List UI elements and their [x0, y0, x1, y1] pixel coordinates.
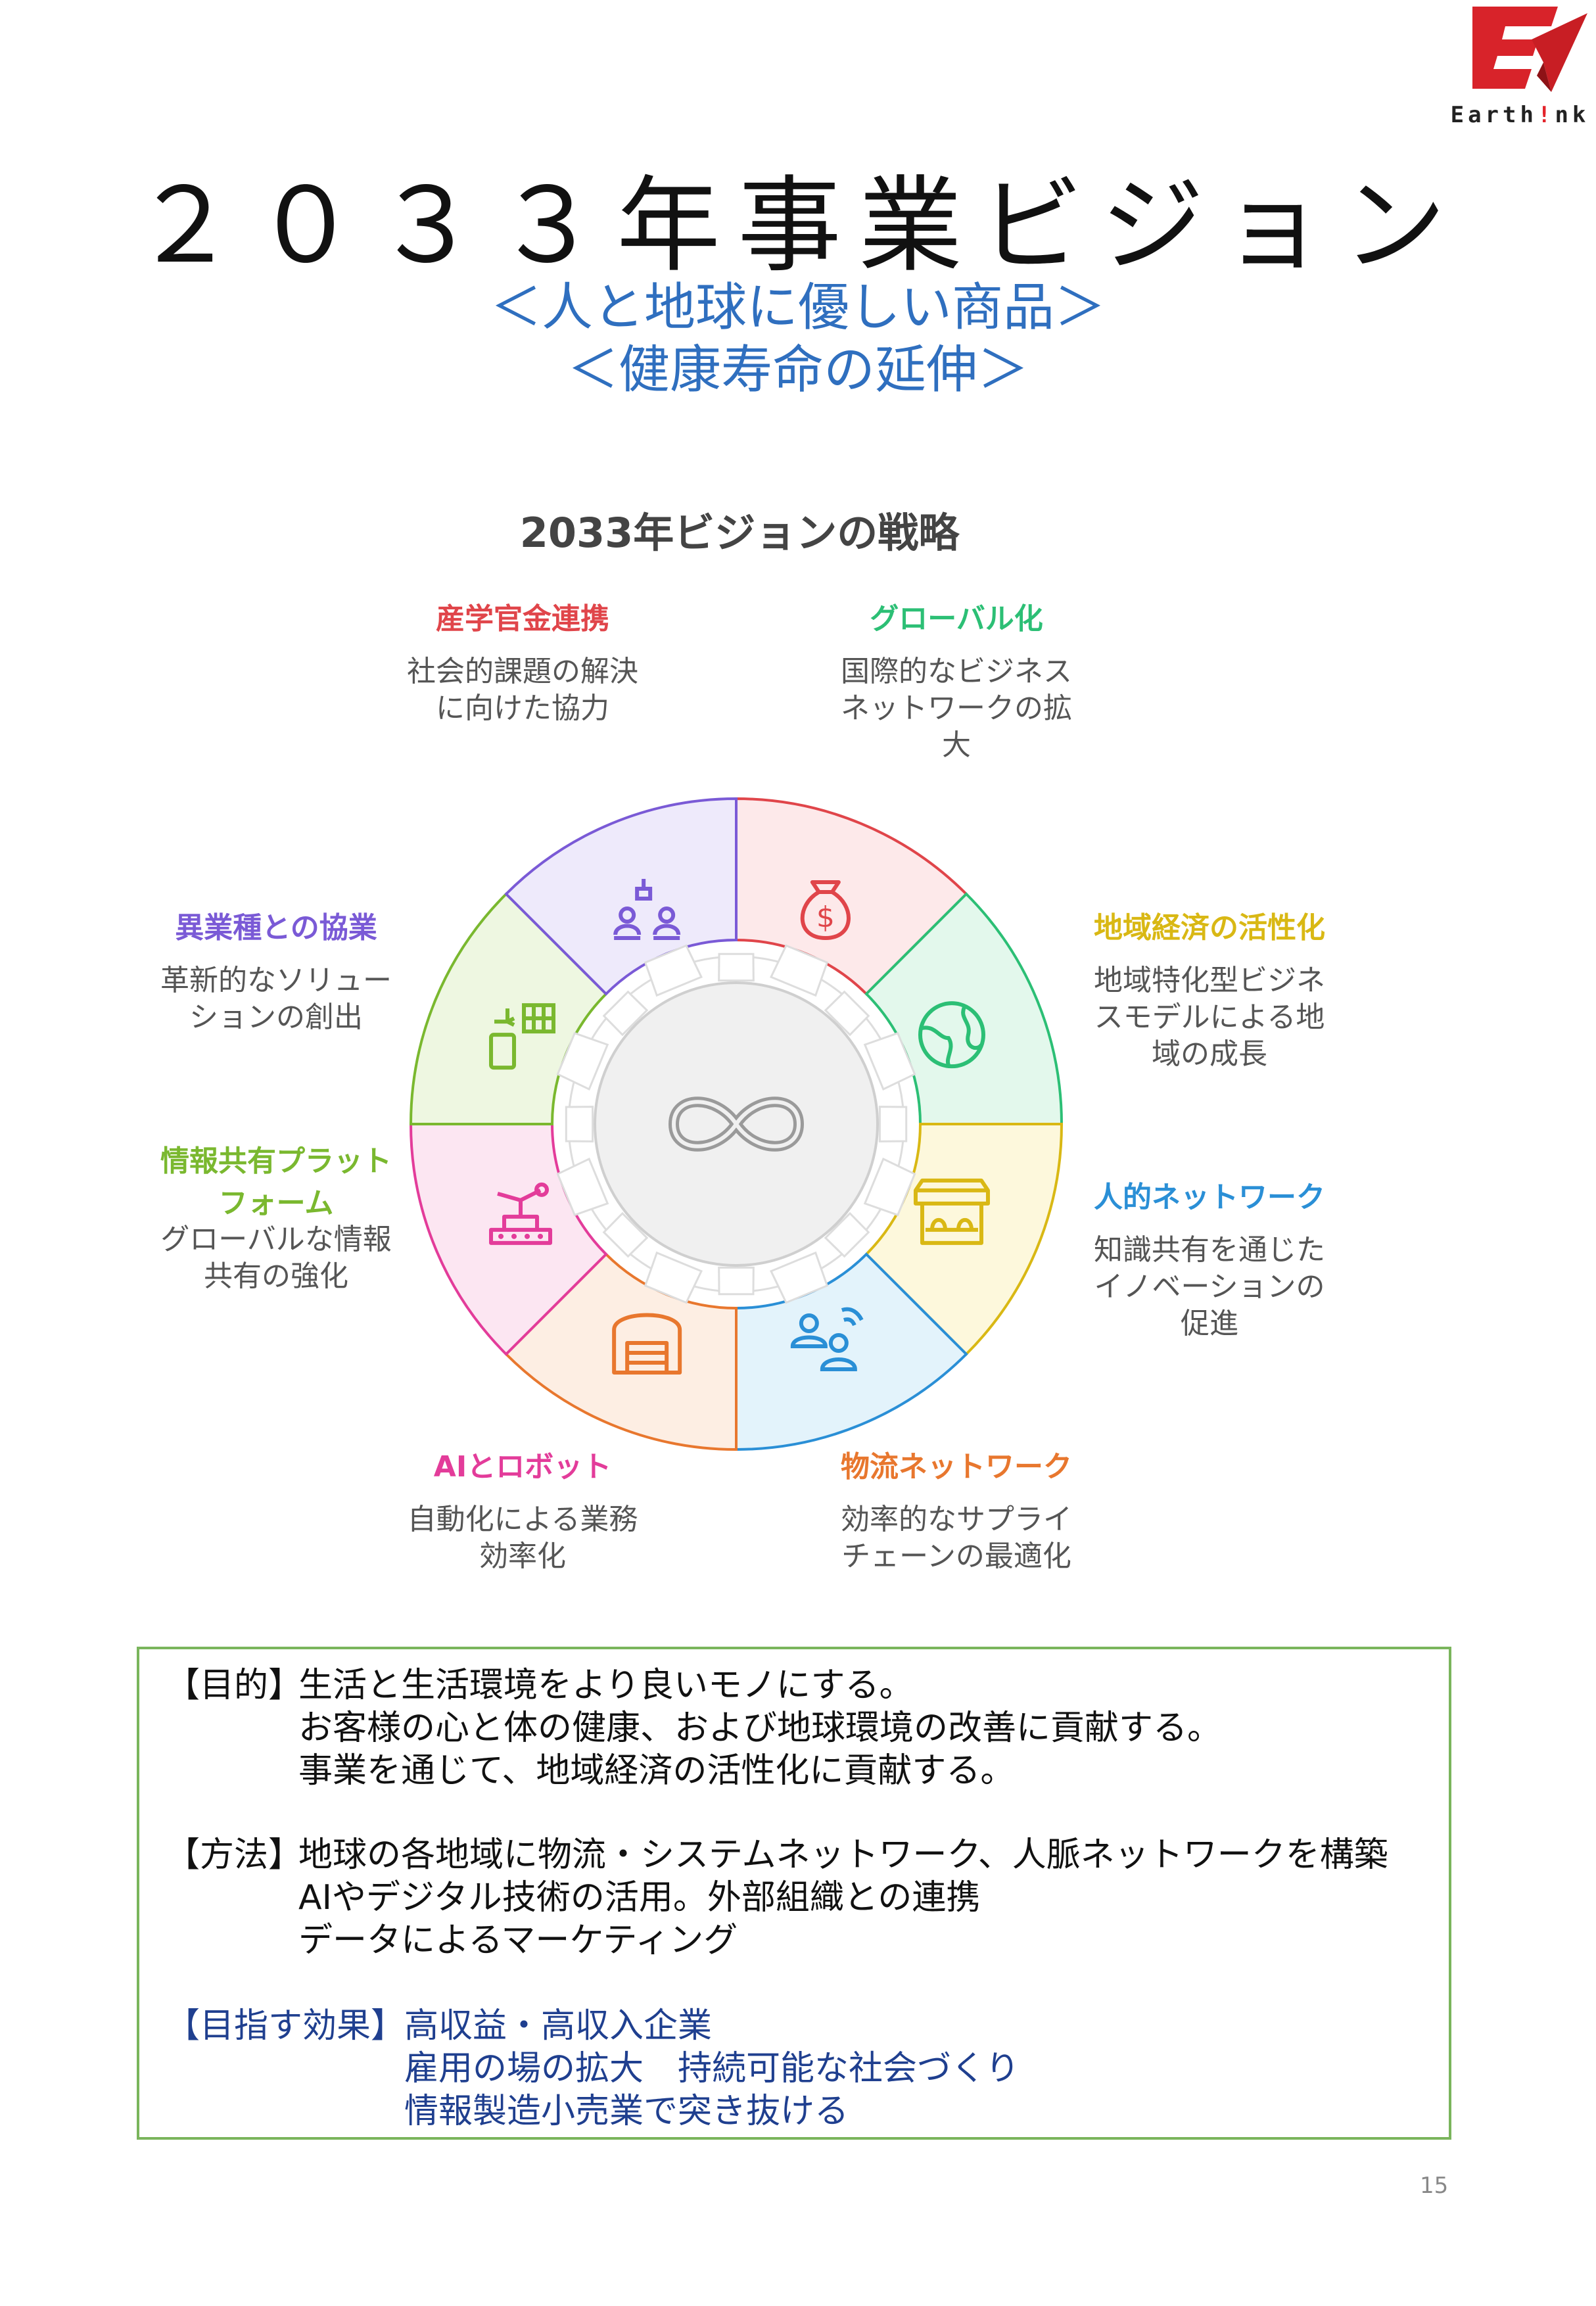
segment-label-regional-economy: 地域経済の活性化 地域特化型ビジネ スモデルによる地 域の成長: [1065, 904, 1354, 1073]
diagram-title: 2033年ビジョンの戦略: [519, 509, 960, 557]
purpose-line: 事業を通じて、地域経済の活性化に貢献する。: [298, 1751, 1015, 1791]
purpose-line: 生活と生活環境をより良いモノにする。: [298, 1666, 914, 1705]
segment-title: 物流ネットワーク: [841, 1450, 1072, 1484]
subtitle-2: ＜健康寿命の延伸＞: [567, 341, 1029, 400]
segment-label-ai-robot: AIとロボット 自動化による業務 効率化: [365, 1443, 680, 1575]
subtitle-1: ＜人と地球に優しい商品＞: [490, 278, 1106, 337]
wheel-notch: [556, 1031, 609, 1091]
gear-tooth: [602, 990, 649, 1037]
infinity-icon-inner: [671, 1100, 801, 1148]
effects-label: 【目指す効果】: [166, 2006, 406, 2046]
segment-desc: グローバルな情報 共有の強化: [160, 1223, 392, 1293]
logo-text: Earth!nk: [1450, 102, 1590, 128]
segment-title: 人的ネットワーク: [1094, 1181, 1325, 1214]
page-number: 15: [1420, 2173, 1449, 2199]
method-line: AIやデジタル技術の活用。外部組織との連携: [298, 1878, 981, 1918]
segment-desc: 効率的なサプライ チェーンの最適化: [841, 1503, 1072, 1573]
wheel-notch: [644, 1251, 703, 1304]
method-line: 地球の各地域に物流・システムネットワーク、人脈ネットワークを構築: [298, 1835, 1388, 1875]
gear-tooth: [824, 1212, 870, 1258]
segment-label-info-platform: 情報共有プラット フォーム グローバルな情報 共有の強化: [125, 1137, 427, 1295]
method-line: データによるマーケティング: [298, 1921, 738, 1960]
segment-desc: 地域特化型ビジネ スモデルによる地 域の成長: [1094, 964, 1325, 1071]
earthink-logo: [1472, 7, 1587, 92]
mobile-grid-icon: [489, 1003, 556, 1070]
segment-title: 産学官金連携: [436, 602, 609, 636]
gear-tooth: [878, 1106, 908, 1142]
wheel-notch: [770, 944, 829, 997]
method-label: 【方法】: [166, 1835, 303, 1875]
wheel-notch: [863, 1031, 916, 1091]
segment-title: 情報共有プラット フォーム: [160, 1144, 392, 1220]
gear-tooth: [718, 1266, 755, 1296]
people-network-icon: [790, 1307, 864, 1371]
strategy-wheel: $: [409, 797, 1064, 1451]
wheel-notch: [556, 1158, 609, 1217]
svg-text:$: $: [816, 901, 835, 934]
segment-desc: 社会的課題の解決 に向けた協力: [407, 655, 638, 725]
wheel-notch: [644, 944, 703, 997]
effects-line: 高収益・高収入企業: [404, 2006, 713, 2046]
logo-mark-icon: [1472, 7, 1587, 92]
money-bag-icon: $: [800, 880, 851, 941]
page-title: ２０３３年事業ビジョン: [133, 166, 1463, 287]
purpose-line: お客様の心と体の健康、および地球環境の改善に貢献する。: [298, 1708, 1222, 1748]
warehouse-icon: [612, 1313, 682, 1375]
segment-label-logistics: 物流ネットワーク 効率的なサプライ チェーンの最適化: [799, 1443, 1114, 1575]
segment-desc: 国際的なビジネス ネットワークの拡 大: [841, 655, 1072, 762]
segment-label-industry-academia: 産学官金連携 社会的課題の解決 に向けた協力: [365, 595, 680, 727]
purpose-label: 【目的】: [166, 1666, 303, 1705]
segment-label-human-network: 人的ネットワーク 知識共有を通じた イノベーションの 促進: [1065, 1173, 1354, 1342]
collaboration-icon: [613, 879, 681, 941]
effects-line: 情報製造小売業で突き抜ける: [404, 2092, 849, 2131]
segment-title: グローバル化: [870, 602, 1043, 636]
segment-label-globalization: グローバル化 国際的なビジネス ネットワークの拡 大: [799, 595, 1114, 764]
wheel-notch: [770, 1251, 829, 1304]
robot-icon: [489, 1182, 553, 1245]
segment-title: 異業種との協業: [175, 911, 377, 945]
gear-tooth: [602, 1212, 649, 1258]
store-icon: [913, 1178, 990, 1245]
segment-desc: 自動化による業務 効率化: [407, 1503, 638, 1573]
gear-tooth: [718, 953, 755, 982]
segment-label-cross-industry: 異業種との協業 革新的なソリュー ションの創出: [125, 904, 427, 1036]
segment-desc: 知識共有を通じた イノベーションの 促進: [1094, 1233, 1325, 1340]
segment-desc: 革新的なソリュー ションの創出: [160, 964, 392, 1034]
gear-tooth: [565, 1106, 594, 1142]
wheel-notch: [863, 1158, 916, 1217]
segment-title: AIとロボット: [433, 1450, 612, 1484]
gear-tooth: [824, 990, 870, 1037]
segment-title: 地域経済の活性化: [1094, 911, 1325, 945]
info-box: 【目的】 生活と生活環境をより良いモノにする。 お客様の心と体の健康、および地球…: [137, 1647, 1451, 2140]
effects-line: 雇用の場の拡大 持続可能な社会づくり: [404, 2049, 1020, 2088]
globe-icon: [918, 1001, 985, 1069]
